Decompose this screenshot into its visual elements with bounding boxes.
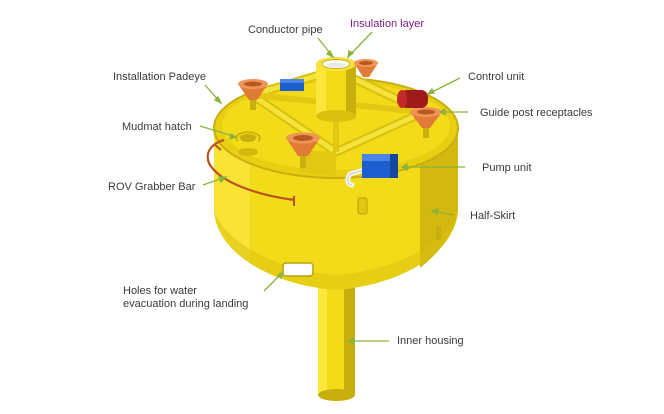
skirt-brackets	[357, 197, 441, 240]
mudmat-hatch	[235, 131, 261, 156]
control-unit	[397, 90, 428, 108]
label-half-skirt: Half-Skirt	[470, 210, 516, 222]
label-pump-unit: Pump unit	[482, 162, 532, 174]
rov-grabber-bar	[206, 138, 296, 206]
label-conductor-pipe: Conductor pipe	[248, 24, 323, 36]
label-mudmat-hatch: Mudmat hatch	[122, 121, 192, 133]
label-installation-padeye: Installation Padeye	[113, 71, 206, 83]
receptacle-top	[354, 59, 378, 77]
blue-unit-top	[280, 79, 304, 91]
label-insulation-layer: Insulation layer	[350, 18, 424, 30]
label-holes-water-line1: Holes for water	[123, 285, 197, 297]
receptacle-left	[238, 79, 268, 110]
label-guide-post-receptacles: Guide post receptacles	[480, 107, 593, 119]
water-evacuation-hole	[282, 262, 314, 277]
conductor-pipe	[316, 57, 356, 122]
inner-housing	[318, 270, 355, 401]
receptacle-right	[410, 107, 442, 138]
label-control-unit: Control unit	[468, 71, 525, 83]
label-rov-grabber-bar: ROV Grabber Bar	[108, 181, 196, 193]
label-holes-water-line2: evacuation during landing	[123, 298, 249, 310]
label-inner-housing: Inner housing	[397, 335, 464, 347]
guide-post-receptacles	[238, 59, 442, 168]
pump-unit	[345, 154, 398, 188]
receptacle-front	[286, 132, 320, 168]
leader-lines	[199, 31, 468, 346]
